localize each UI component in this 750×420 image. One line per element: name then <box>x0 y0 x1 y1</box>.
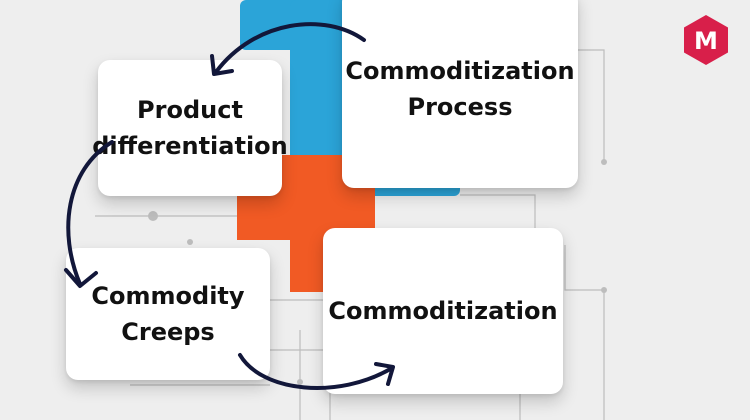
brand-logo: M <box>684 15 728 65</box>
node-product-differentiation: Product differentiation <box>92 60 288 196</box>
circuit-node <box>187 239 193 245</box>
circuit-node <box>297 379 303 385</box>
arrow-process-to-differentiation <box>214 22 366 74</box>
node-label: Commodity Creeps <box>91 282 245 346</box>
arrow-creeps-to-commoditization <box>238 353 394 390</box>
circuit-node <box>601 287 607 293</box>
node-commoditization: Commoditization <box>323 228 563 394</box>
logo-letter: M <box>694 27 718 55</box>
node-commoditization-process: Commoditization Process <box>342 0 578 188</box>
arrow-head <box>64 268 98 288</box>
circuit-line <box>564 245 605 420</box>
node-label: Product differentiation <box>92 96 288 160</box>
node-commodity-creeps: Commodity Creeps <box>66 248 270 380</box>
arrow-head <box>210 54 234 76</box>
arrow-differentiation-to-creeps <box>66 140 114 286</box>
node-label: Commoditization <box>328 297 558 325</box>
node-label: Commoditization Process <box>345 57 575 121</box>
arrow-head <box>374 362 395 386</box>
hexagon-icon <box>684 15 728 65</box>
circuit-node <box>148 211 158 221</box>
circuit-line <box>460 194 536 230</box>
circuit-node <box>601 159 607 165</box>
